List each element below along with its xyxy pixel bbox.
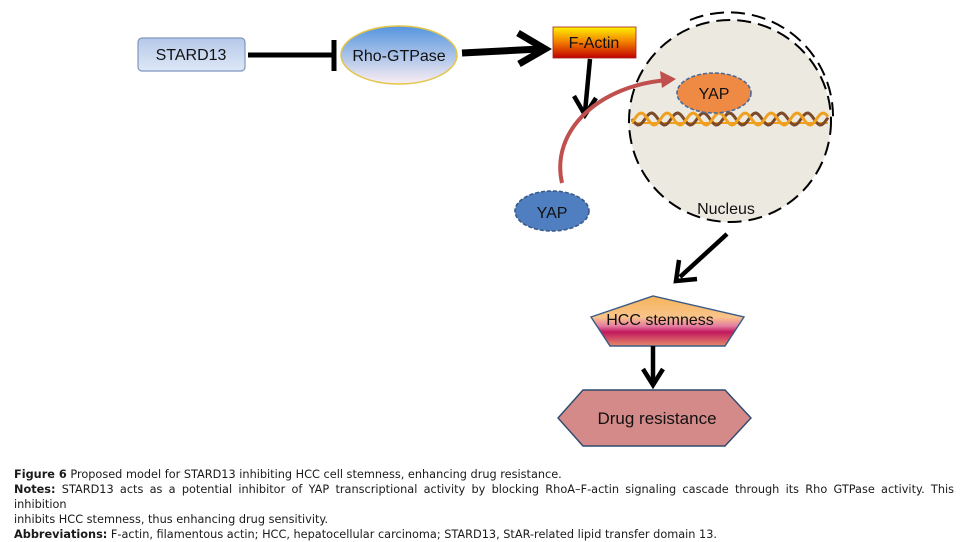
activation-arrow-nucleus-stemness xyxy=(673,232,729,284)
rho-gtpase-node: Rho-GTPase xyxy=(340,25,458,85)
hcc-stemness-node: HCC stemness xyxy=(589,295,746,347)
nucleus-label: Nucleus xyxy=(697,201,755,218)
yap-translocation-arrow xyxy=(558,71,676,184)
activation-arrow-stemness-drug xyxy=(641,346,665,390)
notes-line-1: Notes: STARD13 acts as a potential inhib… xyxy=(14,482,954,512)
drug-resistance-label: Drug resistance xyxy=(597,409,716,428)
yap-cytoplasm-node: YAP xyxy=(514,190,590,232)
activation-arrow-rho-factin xyxy=(461,29,552,68)
stard13-label: STARD13 xyxy=(156,47,227,64)
figure-label: Figure 6 xyxy=(14,468,67,481)
abbreviations-text: F-actin, filamentous actin; HCC, hepatoc… xyxy=(110,528,718,541)
f-actin-node: F-Actin xyxy=(552,26,637,59)
dna-strand xyxy=(630,111,830,127)
dna-helix-icon xyxy=(630,111,830,127)
nucleus-membrane-outer-arc xyxy=(689,11,835,119)
figure-title: Proposed model for STARD13 inhibiting HC… xyxy=(70,468,562,481)
yap-nuclear-label: YAP xyxy=(699,86,730,103)
rho-gtpase-label: Rho-GTPase xyxy=(352,48,445,65)
nucleus-membrane xyxy=(628,19,832,223)
inhibition-edge xyxy=(248,40,337,71)
notes-text-1: STARD13 acts as a potential inhibitor of… xyxy=(14,483,955,511)
stard13-node: STARD13 xyxy=(137,37,246,72)
figure-title-line: Figure 6 Proposed model for STARD13 inhi… xyxy=(14,467,954,482)
drug-resistance-node: Drug resistance xyxy=(557,389,752,447)
notes-line-2: inhibits HCC stemness, thus enhancing dr… xyxy=(14,513,329,526)
figure-caption: Figure 6 Proposed model for STARD13 inhi… xyxy=(14,467,954,542)
notes-label: Notes: xyxy=(14,483,56,496)
dna-strand xyxy=(630,111,830,127)
abbreviations-line: Abbreviations: F-actin, filamentous acti… xyxy=(14,527,954,542)
yap-cytoplasm-label: YAP xyxy=(537,205,568,222)
yap-nuclear-node: YAP xyxy=(676,72,752,114)
signaling-diagram: Nucleus YAP STARD13 Rho-GTPase F-Actin xyxy=(137,11,835,447)
abbreviations-label: Abbreviations: xyxy=(14,528,108,541)
hcc-stemness-label: HCC stemness xyxy=(606,312,714,329)
f-actin-label: F-Actin xyxy=(569,35,620,52)
nucleus: Nucleus xyxy=(628,11,835,223)
